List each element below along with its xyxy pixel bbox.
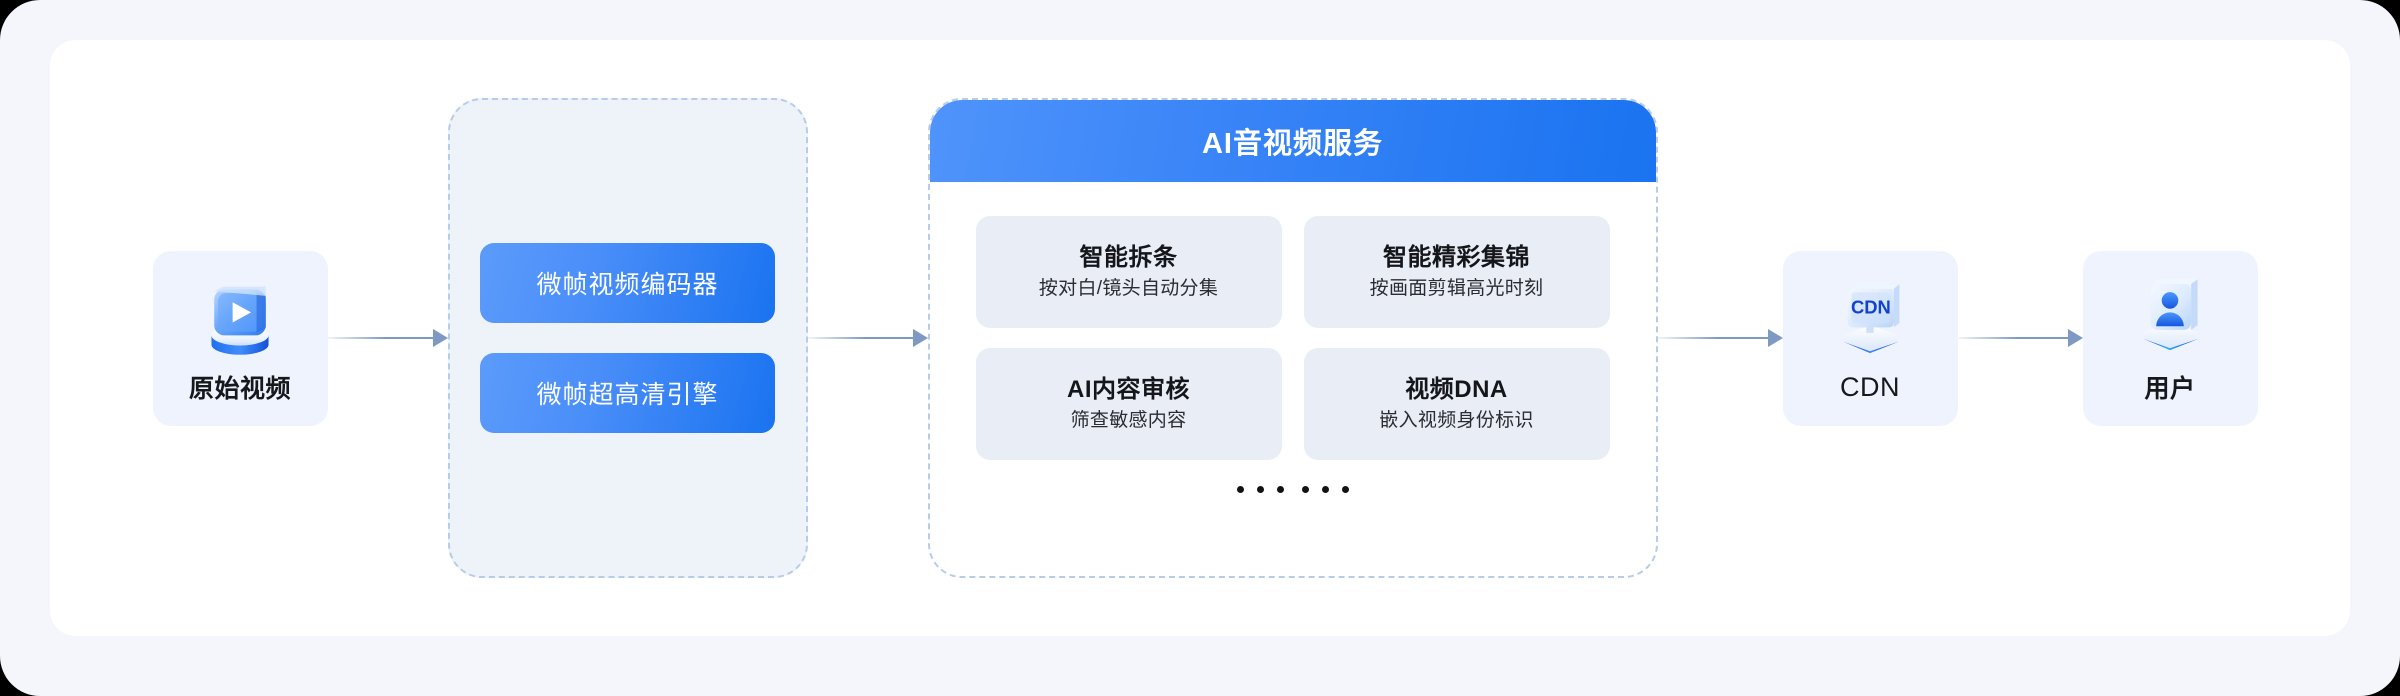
- feature-desc: 嵌入视频身份标识: [1379, 410, 1534, 431]
- ai-service-body: 智能拆条 按对白/镜头自动分集 智能精彩集锦 按画面剪辑高光时刻 AI内容审核 …: [930, 182, 1656, 576]
- user-avatar-3d-icon: [2144, 279, 2198, 351]
- feature-desc: 按对白/镜头自动分集: [1038, 278, 1219, 299]
- ai-service-title: AI音视频服务: [929, 100, 1656, 182]
- feature-card-highlights[interactable]: 智能精彩集锦 按画面剪辑高光时刻: [1303, 216, 1610, 328]
- arrow-ai-to-cdn: [1657, 328, 1783, 348]
- arrow-source-to-encoder: [327, 328, 448, 348]
- ai-feature-grid: 智能拆条 按对白/镜头自动分集 智能精彩集锦 按画面剪辑高光时刻 AI内容审核 …: [975, 216, 1610, 460]
- feature-card-video-dna[interactable]: 视频DNA 嵌入视频身份标识: [1303, 348, 1610, 460]
- ellipsis-dot: [1301, 486, 1309, 493]
- feature-card-content-moderation[interactable]: AI内容审核 筛查敏感内容: [975, 348, 1282, 460]
- cdn-monitor-3d-icon: CDN: [1844, 283, 1900, 353]
- arrow-shaft: [327, 336, 433, 340]
- cdn-node[interactable]: CDN CDN: [1782, 250, 1958, 426]
- arrow-encoder-to-ai: [807, 328, 928, 348]
- pipeline-flow: 原始视频 微帧视频编码器 微帧超高清引擎 AI音视频服务: [50, 40, 2350, 636]
- arrow-head: [432, 329, 448, 347]
- arrow-shaft: [1957, 336, 2068, 340]
- user-node[interactable]: 用户: [2082, 250, 2258, 426]
- ellipsis-dot-group: [1236, 486, 1284, 493]
- video-play-3d-icon: [211, 286, 269, 355]
- ellipsis-dot: [1236, 486, 1244, 493]
- feature-title: 视频DNA: [1405, 376, 1508, 403]
- arrow-cdn-to-user: [1957, 328, 2083, 348]
- feature-desc: 筛查敏感内容: [1070, 410, 1187, 431]
- arrow-head: [912, 329, 928, 347]
- cdn-label: CDN: [1840, 371, 1900, 402]
- source-video-node[interactable]: 原始视频: [152, 250, 328, 426]
- arrow-shaft: [1657, 336, 1768, 340]
- ellipsis-dot: [1341, 486, 1349, 493]
- more-features-ellipsis: [1236, 486, 1349, 493]
- ai-service-group: AI音视频服务 智能拆条 按对白/镜头自动分集 智能精彩集锦 按画面剪辑高光时刻…: [927, 98, 1658, 578]
- ellipsis-dot: [1256, 486, 1264, 493]
- svg-text:CDN: CDN: [1851, 296, 1891, 317]
- encoder-pill-video-encoder[interactable]: 微帧视频编码器: [480, 243, 775, 323]
- ellipsis-dot-group: [1301, 486, 1349, 493]
- arrow-shaft: [807, 336, 913, 340]
- source-video-label: 原始视频: [188, 375, 291, 403]
- user-label: 用户: [2144, 375, 2196, 403]
- arrow-head: [2067, 329, 2083, 347]
- feature-card-smart-split[interactable]: 智能拆条 按对白/镜头自动分集: [975, 216, 1282, 328]
- ellipsis-dot: [1276, 486, 1284, 493]
- feature-desc: 按画面剪辑高光时刻: [1369, 278, 1544, 299]
- encoder-group: 微帧视频编码器 微帧超高清引擎: [447, 98, 808, 578]
- encoder-pill-uhd-engine[interactable]: 微帧超高清引擎: [480, 353, 775, 433]
- diagram-card: 原始视频 微帧视频编码器 微帧超高清引擎 AI音视频服务: [50, 40, 2350, 636]
- feature-title: 智能拆条: [1079, 244, 1178, 271]
- feature-title: AI内容审核: [1067, 376, 1190, 403]
- feature-title: 智能精彩集锦: [1383, 244, 1530, 271]
- ellipsis-dot: [1321, 486, 1329, 493]
- arrow-head: [1767, 329, 1783, 347]
